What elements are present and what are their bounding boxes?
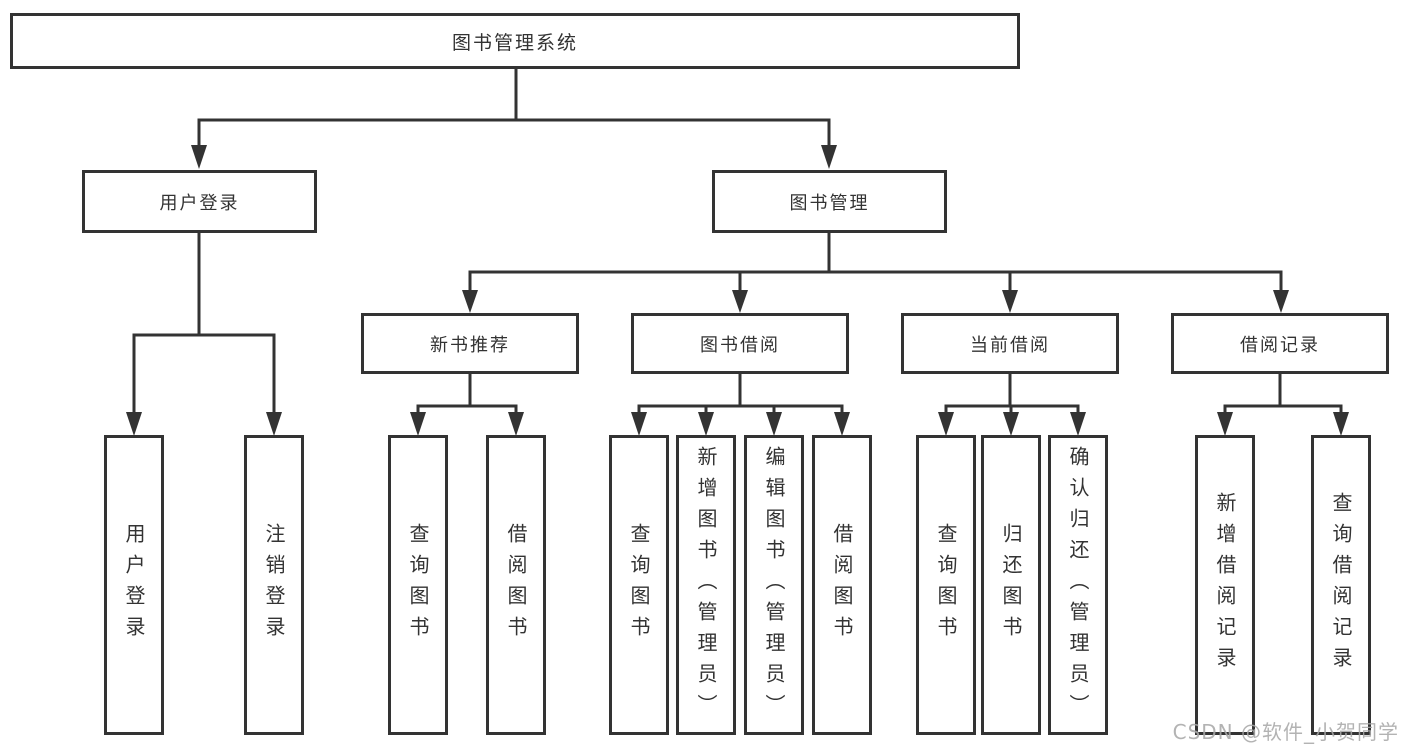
connector-borrow-record-children bbox=[1223, 374, 1343, 416]
leaf-confirm-return-admin: 确认归还（管理员） bbox=[1048, 435, 1108, 735]
node-book-management: 图书管理 bbox=[712, 170, 947, 233]
leaf-borrow-books-borrowing: 借阅图书 bbox=[812, 435, 872, 735]
leaf-query-books-current: 查询图书 bbox=[916, 435, 976, 735]
leaf-logout-login: 注销登录 bbox=[244, 435, 304, 735]
node-new-book-recommend: 新书推荐 bbox=[361, 313, 579, 374]
node-library-system: 图书管理系统 bbox=[10, 13, 1020, 69]
node-current-borrowing: 当前借阅 bbox=[901, 313, 1119, 374]
connector-arrowheads bbox=[126, 145, 1349, 436]
leaf-return-books: 归还图书 bbox=[981, 435, 1041, 735]
connector-book-borrow-children bbox=[637, 374, 844, 416]
leaf-borrow-books-recommend: 借阅图书 bbox=[486, 435, 546, 735]
leaf-edit-book-admin: 编辑图书（管理员） bbox=[744, 435, 804, 735]
connector-root-to-level2 bbox=[197, 68, 831, 150]
leaf-query-borrow-record: 查询借阅记录 bbox=[1311, 435, 1371, 735]
leaf-add-book-admin: 新增图书（管理员） bbox=[676, 435, 736, 735]
connector-book-management-groups bbox=[468, 233, 1283, 294]
node-book-borrowing: 图书借阅 bbox=[631, 313, 849, 374]
leaf-user-login: 用户登录 bbox=[104, 435, 164, 735]
connector-user-login-children bbox=[132, 233, 276, 416]
node-borrowing-records: 借阅记录 bbox=[1171, 313, 1389, 374]
leaf-query-books-borrowing: 查询图书 bbox=[609, 435, 669, 735]
connector-new-book-children bbox=[416, 374, 518, 416]
leaf-add-borrow-record: 新增借阅记录 bbox=[1195, 435, 1255, 735]
connector-current-borrow-children bbox=[944, 374, 1080, 416]
csdn-watermark: CSDN @软件_小贺同学 bbox=[1172, 720, 1399, 744]
node-user-login: 用户登录 bbox=[82, 170, 317, 233]
leaf-query-books-recommend: 查询图书 bbox=[388, 435, 448, 735]
